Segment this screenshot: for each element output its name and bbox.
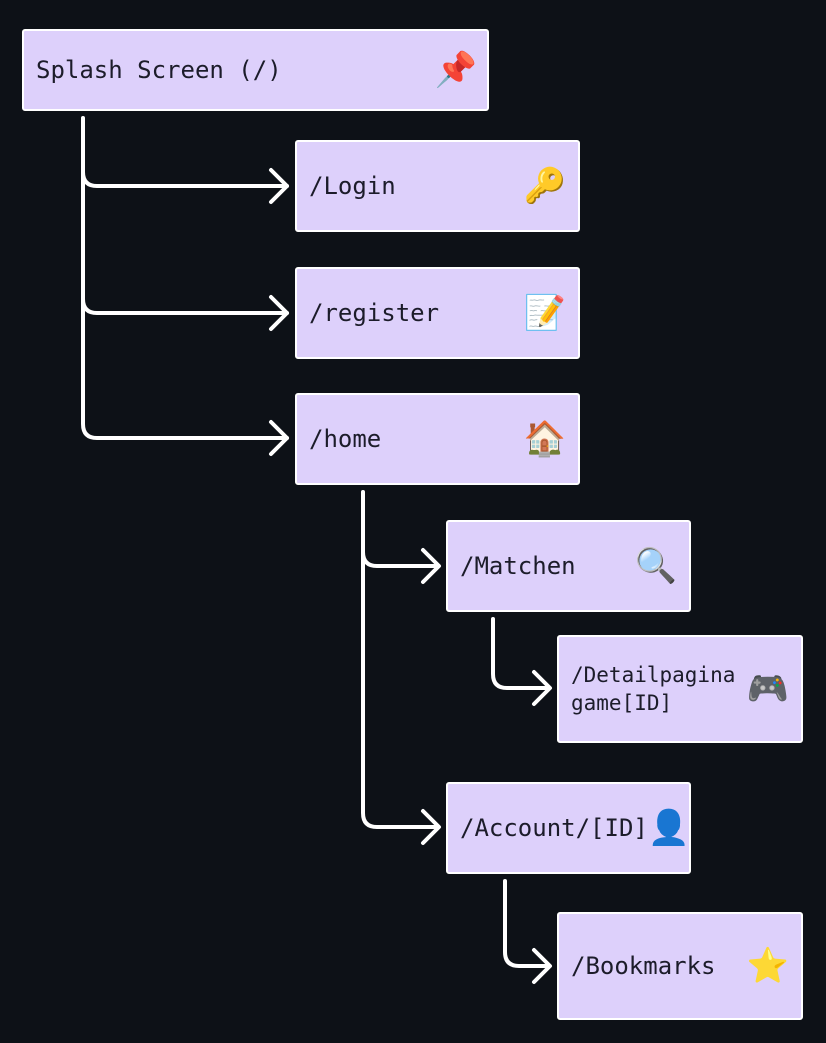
gamepad-icon: 🎮: [746, 669, 789, 709]
star-icon: ⭐: [746, 946, 789, 986]
arrowhead-register: [269, 295, 289, 331]
node-label: /Bookmarks: [571, 951, 716, 980]
edge-home-matchen: [361, 550, 440, 568]
node-label: /register: [309, 298, 440, 327]
node-account[interactable]: /Account/[ID] 👤: [446, 782, 691, 874]
edge-home-trunk: [361, 490, 440, 829]
arrowhead-account: [421, 809, 441, 845]
node-home[interactable]: /home 🏠: [295, 393, 580, 485]
node-label-line-2: game[ID]: [571, 691, 673, 715]
pushpin-icon: 📌: [434, 50, 477, 90]
edge-splash-trunk: [81, 116, 289, 440]
node-label: /Matchen: [460, 551, 576, 580]
memo-icon: 📝: [523, 293, 566, 333]
node-label-line-1: /Detailpagina: [571, 662, 736, 687]
node-label: /home: [309, 424, 382, 453]
arrowhead-detail: [532, 670, 552, 706]
edge-splash-login: [81, 170, 289, 188]
arrowhead-login: [269, 168, 289, 204]
magnifier-icon: 🔍: [634, 546, 677, 586]
arrowhead-bookmarks: [532, 948, 552, 984]
edge-matchen-detail: [491, 617, 551, 690]
node-login[interactable]: /Login 🔑: [295, 140, 580, 232]
key-icon: 🔑: [523, 166, 566, 206]
node-label: Splash Screen (/): [36, 55, 282, 84]
node-label: /Login: [309, 171, 396, 200]
node-bookmarks[interactable]: /Bookmarks ⭐: [557, 912, 803, 1020]
node-matchen[interactable]: /Matchen 🔍: [446, 520, 691, 612]
arrowhead-home: [269, 420, 289, 456]
node-splash-screen[interactable]: Splash Screen (/) 📌: [22, 29, 489, 111]
node-label: /Detailpagina game[ID]: [571, 661, 735, 718]
node-register[interactable]: /register 📝: [295, 267, 580, 359]
user-icon: 👤: [647, 808, 691, 848]
edge-splash-register: [81, 297, 289, 315]
edge-account-bookmarks: [503, 879, 551, 968]
house-icon: 🏠: [523, 419, 566, 459]
node-label: /Account/[ID]: [460, 813, 648, 842]
arrowhead-matchen: [421, 548, 441, 584]
node-detailpagina[interactable]: /Detailpagina game[ID] 🎮: [557, 635, 803, 743]
